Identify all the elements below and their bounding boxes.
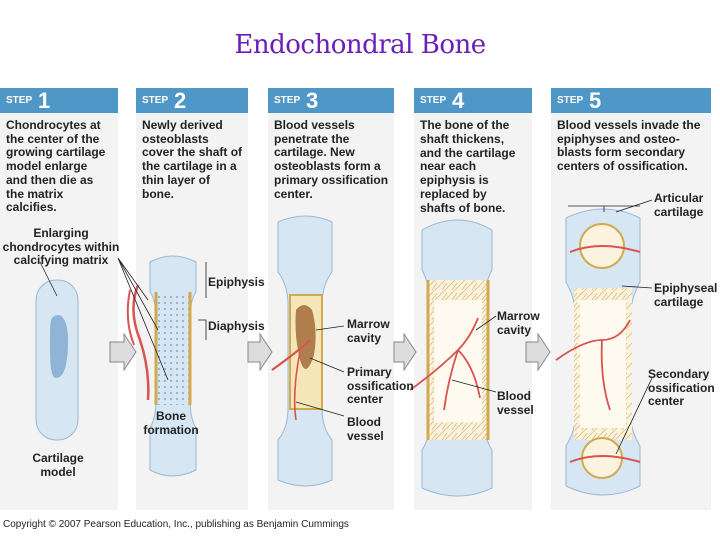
arrow-1-2 — [109, 332, 137, 372]
step-word: STEP — [6, 95, 33, 106]
step-5-header: STEP 5 — [551, 88, 711, 113]
step-number: 3 — [306, 88, 319, 113]
step-number: 1 — [38, 88, 51, 113]
step2-bone — [126, 255, 197, 477]
bracket-line — [198, 262, 207, 340]
leader-line — [451, 315, 497, 393]
step-number: 5 — [589, 88, 602, 113]
step-number: 4 — [452, 88, 465, 113]
step3-bone — [271, 215, 333, 487]
step-number: 2 — [174, 88, 187, 113]
label-epiphysis: Epiphysis — [208, 275, 265, 289]
cartilage-model — [35, 279, 79, 441]
label-diaphysis: Diaphysis — [208, 319, 265, 333]
step-word: STEP — [142, 95, 169, 106]
arrow-2-3 — [247, 332, 273, 372]
step-word: STEP — [420, 95, 447, 106]
copyright-notice: Copyright © 2007 Pearson Education, Inc.… — [3, 519, 349, 530]
step-2-header: STEP 2 — [136, 88, 248, 113]
step-1-header: STEP 1 — [0, 88, 118, 113]
arrow-3-4 — [393, 332, 417, 372]
leader-line — [568, 199, 653, 455]
leader-line — [295, 325, 345, 417]
step-word: STEP — [557, 95, 584, 106]
leader-line — [117, 257, 169, 381]
step-word: STEP — [274, 95, 301, 106]
page-title: Endochondral Bone — [234, 30, 486, 60]
arrow-4-5 — [525, 332, 551, 372]
step5-bone — [555, 208, 641, 496]
step-4-header: STEP 4 — [414, 88, 532, 113]
step4-bone — [409, 219, 493, 497]
step-3-header: STEP 3 — [268, 88, 394, 113]
leader-line — [39, 261, 58, 297]
